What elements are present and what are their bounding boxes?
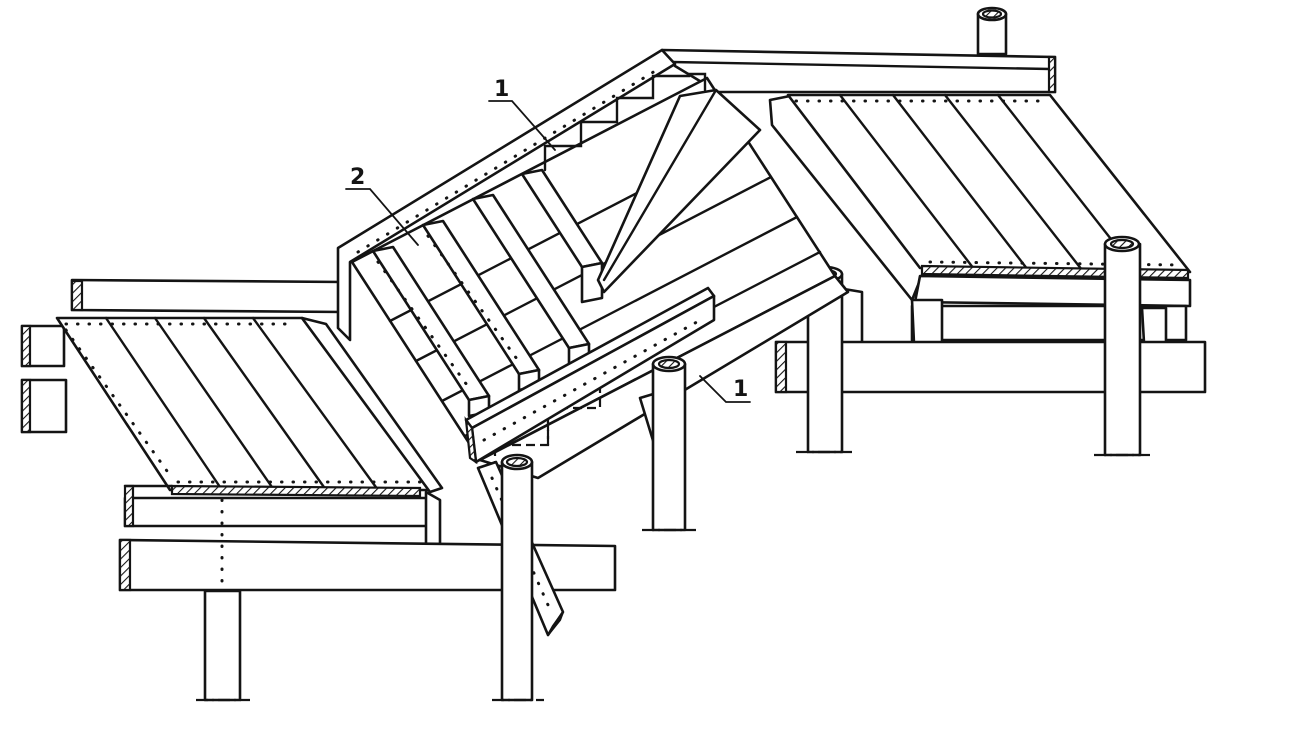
lower-stringer-nail-row bbox=[482, 316, 706, 442]
callout-lower-stringer: 1 bbox=[699, 375, 751, 403]
top-post-section bbox=[981, 9, 1003, 19]
riser-board bbox=[596, 88, 762, 294]
diagonal-brace-end-section bbox=[547, 611, 565, 636]
upper-stringer bbox=[336, 48, 677, 342]
front-beam-end-section bbox=[123, 484, 135, 528]
top-back-board-end bbox=[1047, 55, 1057, 94]
lower-landing-side-board bbox=[300, 316, 444, 494]
top-back-board-edge bbox=[670, 60, 1052, 71]
left-beam-end-section bbox=[20, 324, 32, 368]
front-post bbox=[492, 453, 544, 702]
riser-board-edge bbox=[602, 88, 718, 282]
left-post bbox=[196, 589, 250, 702]
middle-post-section bbox=[657, 358, 681, 370]
front-post-section bbox=[505, 456, 529, 468]
middle-post bbox=[642, 355, 696, 532]
left-post-body bbox=[203, 589, 242, 702]
deck-board-joint bbox=[104, 316, 224, 492]
nail-row bbox=[64, 328, 174, 480]
lower-landing-back-board bbox=[70, 278, 347, 314]
front-post-body bbox=[500, 460, 534, 702]
lower-beam-end-section bbox=[118, 538, 132, 592]
top-back-board bbox=[660, 48, 1057, 94]
callout-label: 1 bbox=[494, 77, 509, 102]
upper-landing-deck-boards bbox=[838, 93, 1138, 273]
deck-board-joint bbox=[891, 93, 1030, 272]
stringer-nail-row bbox=[356, 66, 662, 254]
upper-landing-deck bbox=[786, 93, 1192, 274]
deck-board-joint bbox=[153, 316, 276, 492]
riser-boards bbox=[371, 88, 762, 418]
deck-board-joint bbox=[943, 93, 1084, 272]
callout-label: 1 bbox=[733, 377, 748, 402]
riser-board-end bbox=[580, 261, 604, 304]
callout-riser-board: 2 bbox=[345, 165, 419, 246]
callout-leader bbox=[488, 100, 556, 151]
lower-stringer-end-section bbox=[464, 416, 478, 465]
right-post-section bbox=[1109, 238, 1135, 250]
lower-landing-deck-boards bbox=[104, 316, 380, 492]
callout-upper-stringer: 1 bbox=[488, 77, 556, 151]
right-post bbox=[1094, 235, 1150, 457]
step-profile bbox=[543, 72, 707, 172]
lower-landing-slab-section bbox=[170, 484, 422, 498]
right-post-body bbox=[1103, 242, 1142, 457]
deck-board-joint bbox=[202, 316, 328, 492]
callout-label: 2 bbox=[350, 165, 365, 190]
soffit-board-joint bbox=[440, 215, 799, 403]
back-board-end-section bbox=[70, 279, 84, 312]
riser-nail-row bbox=[376, 260, 474, 394]
lower-landing-nails bbox=[64, 322, 422, 484]
callout-leader bbox=[345, 188, 419, 246]
lower-landing bbox=[20, 278, 617, 592]
stair-flight bbox=[336, 48, 850, 480]
deck-board-joint bbox=[251, 316, 380, 492]
upper-landing-front-board bbox=[913, 274, 1192, 308]
top-post bbox=[976, 6, 1008, 56]
left-beam-end-section bbox=[20, 378, 32, 434]
lower-landing-front-beam bbox=[123, 496, 434, 528]
callout-leader bbox=[699, 375, 751, 403]
deck-board-joint bbox=[838, 93, 976, 271]
top-back-board-face bbox=[660, 48, 1057, 94]
lower-beam-end-section bbox=[774, 340, 788, 394]
riser-nail-row bbox=[426, 234, 524, 368]
lower-landing-edge-plank bbox=[424, 490, 442, 548]
middle-post-body bbox=[651, 362, 687, 532]
